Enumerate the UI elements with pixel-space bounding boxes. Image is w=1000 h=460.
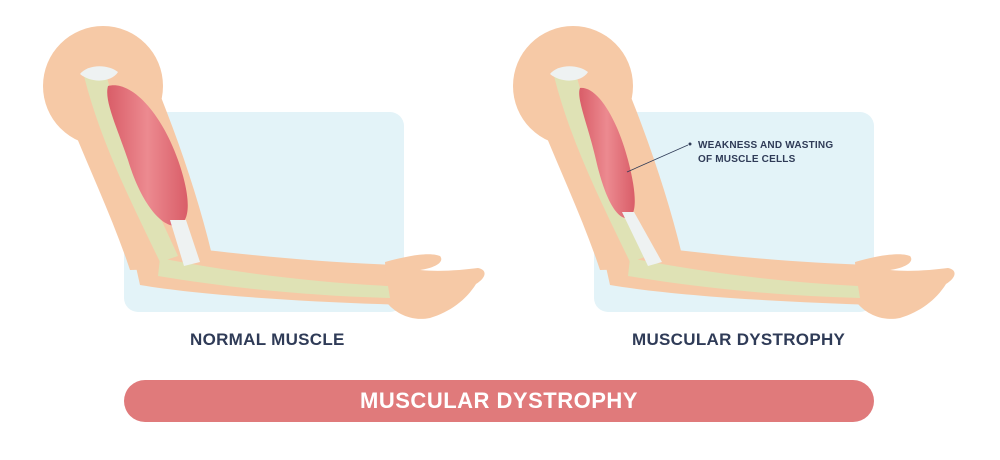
callout-pointer-line: [626, 144, 689, 173]
normal-forearm-bones: [158, 258, 390, 298]
callout-dot: [688, 142, 692, 146]
dystrophy-biceps-tendon: [622, 212, 662, 266]
dystrophy-forearm-bones: [628, 258, 860, 298]
muscular-dystrophy-label: MUSCULAR DYSTROPHY: [632, 330, 846, 349]
normal-arm-figure: [43, 26, 485, 319]
callout-line-2: OF MUSCLE CELLS: [698, 154, 796, 165]
dystrophy-biceps-muscle: [579, 87, 635, 219]
normal-biceps-tendon: [170, 220, 200, 266]
muscle-wasting-callout: WEAKNESS AND WASTING OF MUSCLE CELLS: [698, 139, 833, 167]
dystrophy-arm-figure: [513, 26, 955, 319]
title-banner: MUSCULAR DYSTROPHY: [124, 380, 874, 422]
banner-title: MUSCULAR DYSTROPHY: [360, 388, 638, 413]
callout-line-1: WEAKNESS AND WASTING: [698, 140, 834, 151]
normal-hand: [385, 254, 485, 319]
dystrophy-hand: [855, 254, 955, 319]
dystrophy-humerus-head: [550, 66, 588, 81]
normal-humerus-head: [80, 66, 118, 81]
normal-muscle-label: NORMAL MUSCLE: [190, 330, 345, 349]
normal-biceps-muscle: [107, 85, 188, 227]
